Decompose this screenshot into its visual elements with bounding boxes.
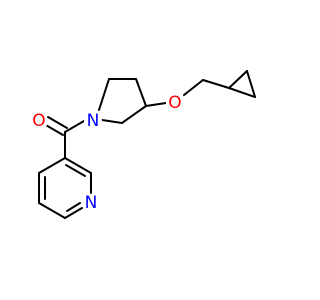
bond-cyclopropyl-c-a <box>228 87 256 98</box>
bond-pyrrolidine-n-c2 <box>98 78 110 111</box>
atom-o-carbonyl-label: O <box>32 111 45 131</box>
bond-carbonyl-double-b <box>47 116 68 129</box>
atom-n-pyridine: N <box>82 193 100 213</box>
bond-c4-oether <box>145 102 167 107</box>
atom-n-pyrrolidine: N <box>84 111 102 131</box>
bond-oether-ch2 <box>183 79 204 96</box>
bond-ch2-cyclopropyl <box>202 79 230 89</box>
bond-pyridine-c2-c3 <box>64 157 92 174</box>
atom-o-ether: O <box>166 93 184 113</box>
atom-o-ether-label: O <box>168 93 181 113</box>
bond-pyridine-inner-c6-n <box>66 202 81 212</box>
bond-pyridine-c5-c6 <box>38 202 66 219</box>
bond-pyrrolidine-c5-n <box>101 119 123 124</box>
bond-pyridine-c3-c4 <box>38 157 66 174</box>
atom-labels: O N O N <box>30 93 184 213</box>
bond-pyridine-inner-c2-c3 <box>65 164 86 177</box>
molecule-structure: O N O N <box>30 70 256 219</box>
bond-cyclopropyl-a-b <box>228 70 248 89</box>
bond-cyclopropyl-b-c <box>246 70 256 98</box>
bond-carbonyl-double-a <box>43 123 64 136</box>
atom-o-carbonyl: O <box>30 111 48 131</box>
atom-n-pyrrolidine-label: N <box>87 111 100 131</box>
molecule-canvas: O N O N <box>30 70 256 219</box>
bonds <box>38 70 256 219</box>
bond-pyrrolidine-c4-c5 <box>121 105 147 124</box>
bond-pyridine-c6-n <box>64 207 83 219</box>
atom-n-pyridine-label: N <box>85 193 98 213</box>
bond-pyrrolidine-c3-c4 <box>135 78 147 107</box>
bond-carbonyl-n <box>64 120 85 133</box>
